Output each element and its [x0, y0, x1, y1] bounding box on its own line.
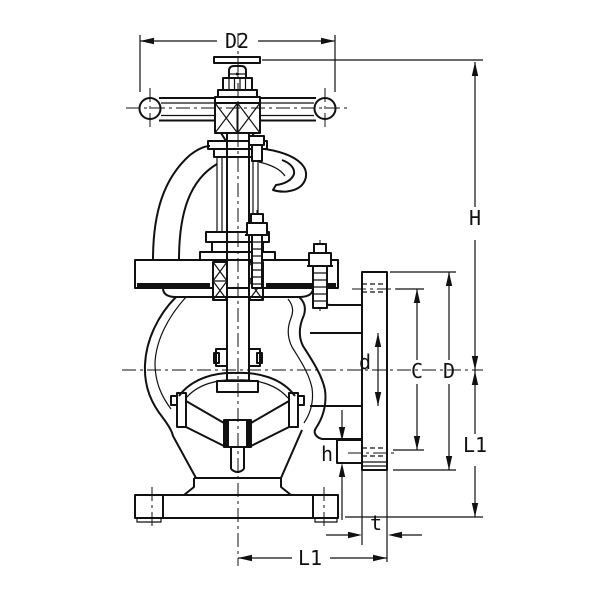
disc-assembly [170, 348, 305, 473]
dim-label-height: H [469, 206, 481, 230]
dimension-h-boss: h [321, 410, 346, 520]
handwheel-right-grip [313, 97, 337, 120]
dimension-l1-right: L1 [345, 370, 487, 518]
base-flange [134, 429, 339, 523]
dimension-d-od: D [390, 271, 456, 471]
dimension-d2: D2 [139, 29, 336, 92]
dim-label-l1-right: L1 [463, 433, 487, 457]
dim-label-thickness: t [370, 511, 382, 535]
handwheel-left-grip [138, 97, 162, 120]
dimension-t: t [326, 511, 422, 539]
dim-label-d2: D2 [225, 29, 249, 53]
dim-label-bore: d [359, 350, 371, 374]
base-plate [134, 494, 339, 519]
dim-label-bolt-circle: C [411, 359, 423, 383]
valve-stem [226, 133, 250, 381]
handwheel [138, 56, 337, 142]
stem-washer [213, 56, 261, 64]
dimension-c: C [393, 288, 424, 451]
dimension-d-bore: d [359, 333, 382, 406]
packing-stud-nut [248, 135, 265, 146]
bonnet-flange [134, 259, 339, 289]
flange-bolt-boss [336, 439, 362, 464]
dim-label-boss-height: h [321, 442, 333, 466]
valve-body [143, 287, 362, 479]
dimension-l1-bottom: L1 [238, 546, 387, 570]
yoke-arch [152, 135, 308, 261]
stem-tube [216, 158, 259, 232]
dimension-h: H [262, 59, 483, 370]
outlet-flange [336, 271, 388, 562]
cap-nut [228, 65, 247, 78]
dim-label-flange-od: D [443, 359, 455, 383]
dim-label-l1-bottom: L1 [298, 546, 322, 570]
gland-eyebolt [245, 213, 269, 289]
bonnet-bolt [307, 243, 333, 309]
outlet-bore [310, 332, 362, 407]
disc-nut [216, 380, 259, 393]
